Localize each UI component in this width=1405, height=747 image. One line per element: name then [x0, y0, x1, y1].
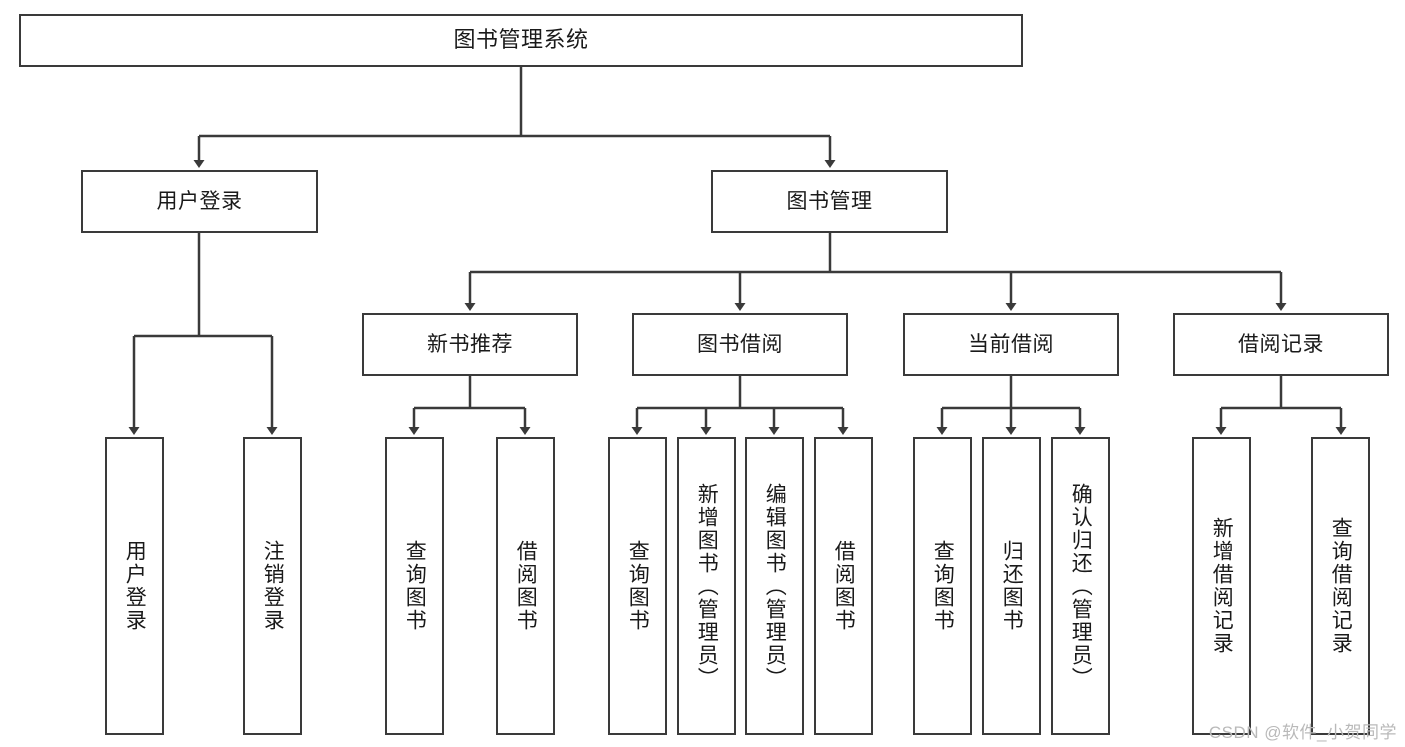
- leaf-new-book-0[interactable]: 查询图书: [385, 437, 444, 735]
- node-book-borrow[interactable]: 图书借阅: [632, 313, 848, 376]
- node-current-borrow[interactable]: 当前借阅: [903, 313, 1119, 376]
- leaf-user-login-1[interactable]: 注销登录: [243, 437, 302, 735]
- leaf-current-borrow-1-label: 归还图书: [1000, 540, 1024, 632]
- node-book-borrow-label: 图书借阅: [697, 332, 783, 356]
- leaf-current-borrow-0[interactable]: 查询图书: [913, 437, 972, 735]
- leaf-current-borrow-2[interactable]: 确认归还（管理员）: [1051, 437, 1110, 735]
- node-current-borrow-label: 当前借阅: [968, 332, 1054, 356]
- leaf-borrow-record-1[interactable]: 查询借阅记录: [1311, 437, 1370, 735]
- leaf-book-borrow-3-label: 借阅图书: [832, 540, 856, 632]
- node-new-book-recommend-label: 新书推荐: [427, 332, 513, 356]
- node-user-login[interactable]: 用户登录: [81, 170, 318, 233]
- leaf-current-borrow-1[interactable]: 归还图书: [982, 437, 1041, 735]
- node-root[interactable]: 图书管理系统: [19, 14, 1023, 67]
- leaf-current-borrow-0-label: 查询图书: [931, 540, 955, 632]
- leaf-book-borrow-2-label: 编辑图书（管理员）: [763, 482, 787, 690]
- node-new-book-recommend[interactable]: 新书推荐: [362, 313, 578, 376]
- leaf-book-borrow-0-label: 查询图书: [626, 540, 650, 632]
- leaf-new-book-0-label: 查询图书: [403, 540, 427, 632]
- csdn-watermark: CSDN @软件_小贺同学: [1208, 723, 1397, 742]
- node-root-label: 图书管理系统: [453, 27, 589, 53]
- leaf-borrow-record-0-label: 新增借阅记录: [1210, 517, 1234, 655]
- node-borrow-record[interactable]: 借阅记录: [1173, 313, 1389, 376]
- leaf-user-login-0[interactable]: 用户登录: [105, 437, 164, 735]
- node-book-management-label: 图书管理: [786, 189, 873, 213]
- leaf-new-book-1[interactable]: 借阅图书: [496, 437, 555, 735]
- leaf-borrow-record-1-label: 查询借阅记录: [1329, 517, 1353, 655]
- leaf-borrow-record-0[interactable]: 新增借阅记录: [1192, 437, 1251, 735]
- leaf-user-login-0-label: 用户登录: [123, 540, 147, 632]
- leaf-book-borrow-2[interactable]: 编辑图书（管理员）: [745, 437, 804, 735]
- leaf-book-borrow-1[interactable]: 新增图书（管理员）: [677, 437, 736, 735]
- node-user-login-label: 用户登录: [156, 189, 243, 213]
- leaf-book-borrow-3[interactable]: 借阅图书: [814, 437, 873, 735]
- node-book-management[interactable]: 图书管理: [711, 170, 948, 233]
- leaf-user-login-1-label: 注销登录: [261, 540, 285, 632]
- node-borrow-record-label: 借阅记录: [1238, 332, 1324, 356]
- leaf-book-borrow-0[interactable]: 查询图书: [608, 437, 667, 735]
- leaf-new-book-1-label: 借阅图书: [514, 540, 538, 632]
- leaf-current-borrow-2-label: 确认归还（管理员）: [1069, 482, 1093, 690]
- leaf-book-borrow-1-label: 新增图书（管理员）: [695, 482, 719, 690]
